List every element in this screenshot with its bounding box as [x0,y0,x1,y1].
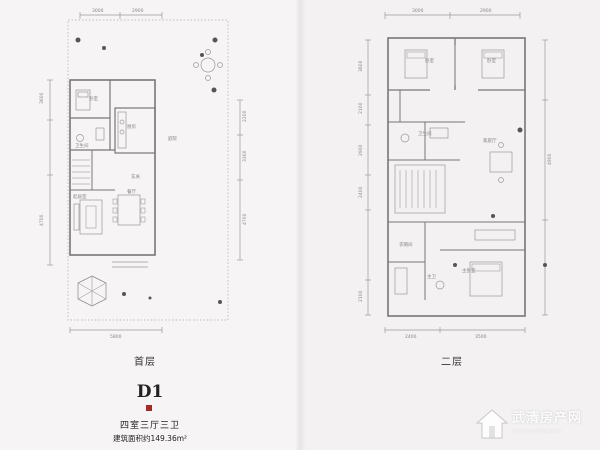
right-page [300,0,600,450]
floor2-plants [453,127,547,267]
f2-dim-side-3: 2900 [358,144,364,156]
f2-room-bedroom-1: 卧室 [425,57,434,64]
f2-dim-side-4: 2400 [358,186,364,198]
f2-dim-side-6: 2100 [358,290,364,302]
dim-side-6: 4700 [242,213,248,225]
dim-side-3: 4700 [39,214,45,226]
f2-room-master-bed: 主卧室 [462,267,476,274]
layout-type: 四室三厅三卫 [119,421,180,431]
room-yard: 庭院 [168,135,177,142]
second-floor-label: 二层 [441,357,463,368]
f2-dim-side-1: 3600 [358,60,364,72]
building-area: 建筑面积约149.36m² [112,434,188,443]
ground-floor-dimensions: 3000 2900 3600 4700 2200 3300 4700 5800 [39,8,248,340]
watermark-text: 武清房产网 [512,411,583,426]
ground-floor-label: 首层 [134,357,156,368]
accent-marker [146,405,152,411]
room-kitchen: 厨房 [127,123,136,130]
f2-room-bath: 卫生间 [418,130,432,137]
room-bedroom: 卧室 [89,95,98,102]
dim-top-2: 2900 [132,8,144,14]
book-gutter [296,0,306,450]
ground-floor-plan [47,12,243,333]
room-bath: 卫生间 [75,142,89,149]
garden-plants [75,37,222,304]
dim-side-1: 3600 [39,92,45,104]
watermark-url: www.wqfcw.com [512,428,562,435]
ground-floor-room-labels: 卧室 卫生间 厨房 庭院 餐厅 起居室 玄关 [73,95,177,200]
f2-dim-side-2: 2100 [358,102,364,114]
f2-room-closet: 衣帽间 [399,241,413,248]
room-dining: 餐厅 [127,188,136,195]
second-floor-dimensions: 3000 2900 3600 2100 2900 2400 4900 2100 … [358,8,553,340]
dim-top-1: 3000 [92,8,104,14]
f2-dim-side-5: 4900 [547,153,553,165]
f2-dim-bottom-2: 3500 [475,334,487,340]
second-floor-plan [365,12,548,333]
f2-room-master-bath: 主卫 [427,273,436,280]
house-logo-icon [475,409,509,439]
site-watermark: 武清房产网 www.wqfcw.com [472,404,598,448]
f2-room-family: 家庭厅 [483,137,497,144]
unit-model: D1 [136,382,164,402]
second-floor-room-labels: 卧室 卧室 卫生间 家庭厅 衣帽间 主卫 主卧室 [399,57,497,280]
dim-side-5: 3300 [242,150,248,162]
f2-dim-bottom-1: 2400 [405,334,417,340]
dim-bottom: 5800 [110,334,122,340]
dim-side-4: 2200 [242,110,248,122]
f2-dim-top-1: 3000 [412,8,424,14]
f2-room-bedroom-2: 卧室 [487,57,496,64]
room-living: 起居室 [73,193,87,200]
f2-dim-top-2: 2900 [480,8,492,14]
room-entry: 玄关 [131,173,140,180]
